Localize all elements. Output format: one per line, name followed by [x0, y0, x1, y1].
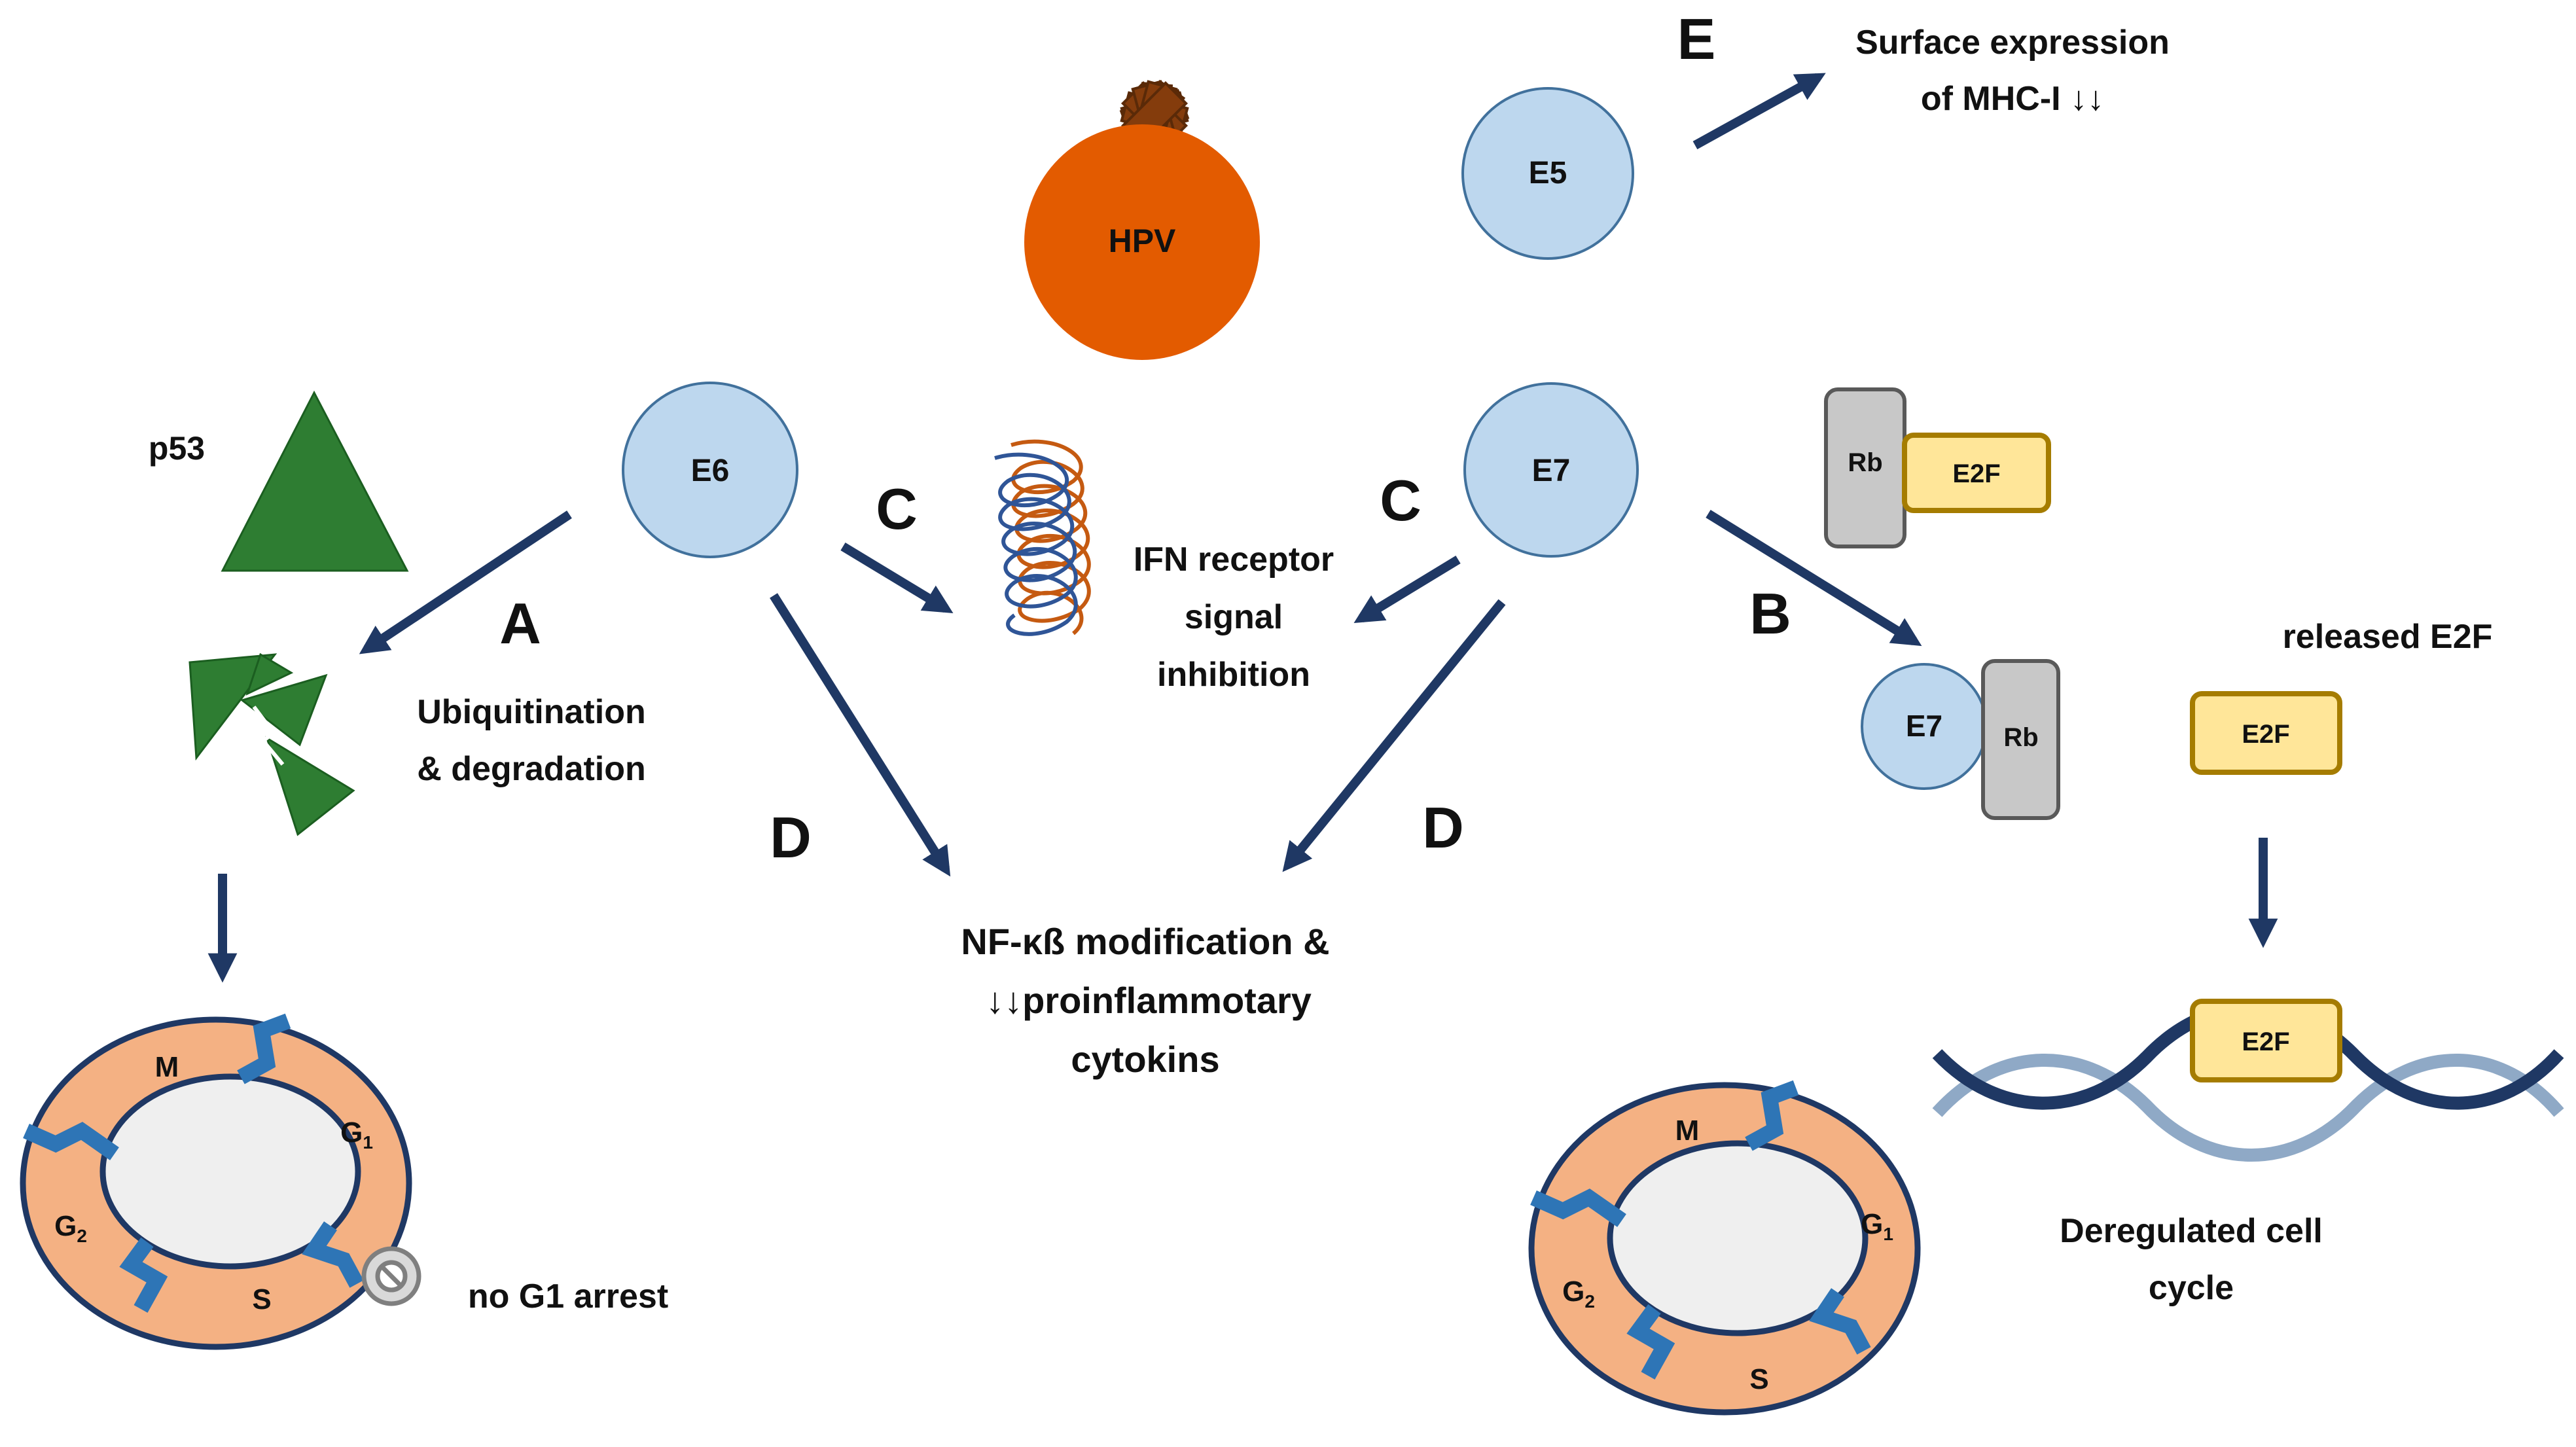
arrow-e6-to-ubiquitination: [359, 510, 572, 654]
ifn-text-line2: signal: [1185, 598, 1283, 636]
e7-bound-label: E7: [1906, 709, 1942, 743]
e2f-box-released: [2190, 691, 2342, 775]
cell-cycle-right: M G1 G2 S: [1528, 1080, 1921, 1416]
e7-protein: [1463, 382, 1639, 558]
arrow-e6-to-nfkb: [770, 593, 951, 877]
ifn-receptor-coil: [994, 439, 1091, 636]
arrow-e5-to-mhc: [1692, 73, 1826, 150]
nfkb-text-line1: NF-κß modification &: [961, 921, 1329, 962]
e7-label: E7: [1532, 454, 1571, 488]
e2f-label-released: E2F: [2242, 720, 2289, 749]
rb-bound-label: Rb: [2003, 723, 2038, 752]
deregulated-text-line1: Deregulated cell: [2060, 1212, 2323, 1250]
ifn-text-line3: inhibition: [1157, 656, 1310, 694]
e2f-box-bound: [1902, 433, 2051, 513]
dna-strand-light: [1932, 1053, 2564, 1162]
pathway-c-letter-left: C: [876, 476, 918, 541]
mhc-text-line2: of MHC-I ↓↓: [1921, 80, 2104, 118]
virus-label: HPV: [1109, 223, 1176, 259]
cycle-m-label-right: M: [1675, 1115, 1700, 1147]
cycle-g2-label: G2: [54, 1210, 87, 1246]
cycle-g1-label-right: G1: [1861, 1208, 1893, 1244]
nfkb-text-line2: ↓↓proinflammotary: [986, 980, 1312, 1021]
ifn-text-line1: IFN receptor: [1134, 541, 1334, 579]
pathway-b-letter: B: [1749, 581, 1791, 646]
cell-cycle-left: M G1 G2 S: [20, 1013, 421, 1350]
arrow-e7-to-nfkb: [1282, 599, 1506, 872]
arrow-e6-to-ifn: [840, 543, 954, 613]
ubiquitination-line1: Ubiquitination: [417, 693, 645, 731]
e7-rb-complex: E7 Rb: [1861, 659, 2060, 820]
rb-label: Rb: [1848, 448, 1882, 477]
p53-triangle: [221, 390, 409, 572]
mhc-text-line1: Surface expression: [1855, 24, 2170, 62]
e2f-label-bound: E2F: [1952, 459, 2000, 488]
e2f-box-dna: [2190, 999, 2342, 1082]
no-g1-arrest-label: no G1 arrest: [468, 1277, 668, 1315]
p53-label: p53: [149, 430, 205, 467]
released-e2f-label: released E2F: [2283, 618, 2493, 656]
cycle-nucleus-right: [1607, 1140, 1869, 1336]
virus-core: [1024, 124, 1260, 360]
pathway-d-letter-right: D: [1422, 795, 1464, 860]
e6-label: E6: [691, 454, 730, 488]
cycle-nucleus: [99, 1073, 361, 1270]
cycle-m-label: M: [155, 1051, 179, 1083]
pathway-a-letter: A: [499, 591, 541, 656]
virus-spikes: [1119, 79, 1190, 150]
rb-e2f-complex: Rb E2F: [1824, 387, 2051, 548]
ubiquitination-line2: & degradation: [417, 750, 646, 788]
deregulated-text-line2: cycle: [2149, 1269, 2234, 1307]
fragment-crack: [252, 706, 285, 766]
pathway-e-letter: E: [1677, 7, 1716, 71]
pathway-d-letter-left: D: [770, 805, 812, 870]
e2f-label-dna: E2F: [2242, 1027, 2289, 1056]
cycle-g2-label-right: G2: [1562, 1276, 1595, 1312]
arrow-e7-to-ifn: [1353, 556, 1461, 623]
degraded-p53-fragments: [188, 652, 355, 836]
nfkb-text-line3: cytokins: [1071, 1039, 1219, 1080]
hpv-virus: HPV: [1024, 79, 1260, 360]
rb-bound-box: [1981, 659, 2060, 820]
no-arrest-icon: [361, 1246, 421, 1306]
pathway-c-letter-right: C: [1380, 468, 1422, 533]
cycle-s-label: S: [252, 1283, 271, 1315]
cycle-g1-label: G1: [340, 1117, 373, 1152]
e5-label: E5: [1529, 156, 1567, 190]
arrow-e7-to-rb: [1706, 510, 1922, 647]
cycle-s-label-right: S: [1749, 1363, 1768, 1395]
e6-protein: [622, 382, 798, 558]
e5-protein: [1461, 87, 1634, 260]
